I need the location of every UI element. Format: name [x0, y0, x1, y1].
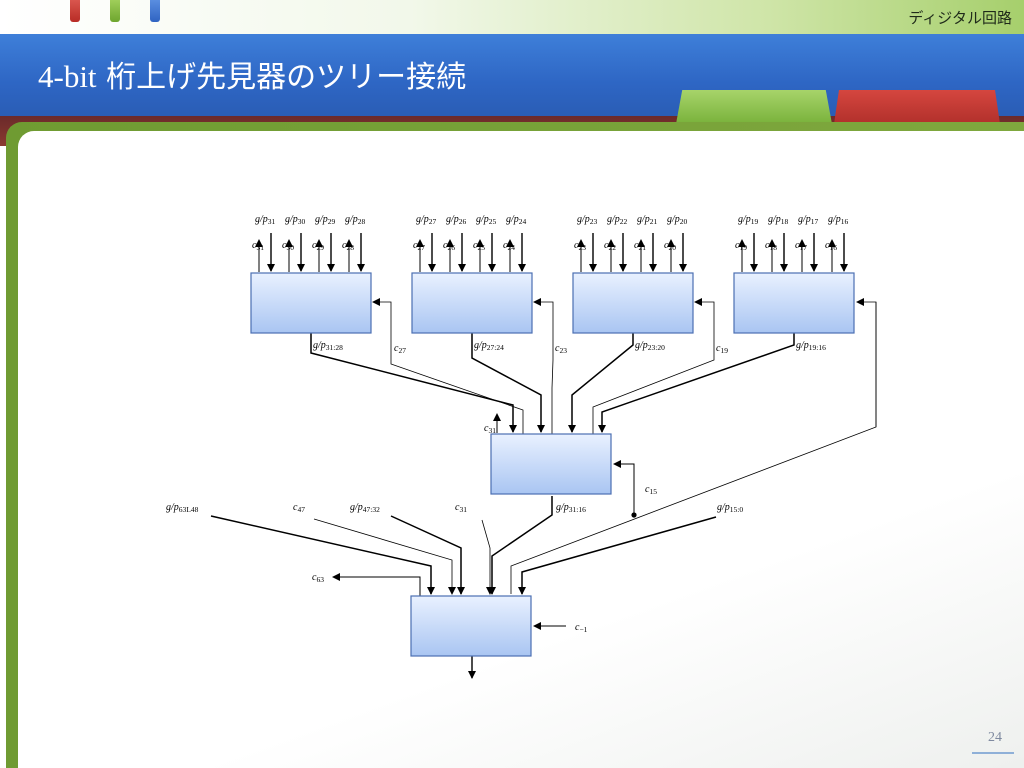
course-name: ディジタル回路: [908, 9, 1012, 27]
carry-out-label-3-2: c17: [795, 240, 807, 252]
gp-in-label-2-1: g/p22: [607, 214, 628, 226]
carry-in-label-bottom-1: c47: [293, 502, 305, 514]
page-number: 24: [988, 730, 1002, 745]
carry-out-label-1-3: c24: [503, 240, 515, 252]
gp-wire-0: [310, 333, 517, 433]
green-decor-tab: [676, 90, 832, 124]
gp-in-label-bottom-0: g/p63L48: [166, 502, 199, 514]
gp-out-label-1: g/p27:24: [474, 340, 504, 352]
slide-title-text: 桁上げ先見器のツリー接続: [96, 60, 467, 95]
carry-wire-19: [592, 298, 715, 435]
carry-out-label-0-3: c28: [342, 240, 354, 252]
gp-in-label-0-0: g/p31: [255, 214, 276, 226]
cla-block-top-0: [250, 272, 372, 334]
red-decor-tab: [834, 90, 1000, 124]
gp-out-label-middle: g/p31:16: [556, 502, 586, 514]
gp-in-label-0-2: g/p29: [315, 214, 336, 226]
carry-wire-23: [533, 298, 554, 435]
carry-out-label-1-2: c25: [473, 240, 485, 252]
carry-in-label-1: c23: [555, 343, 567, 355]
gp-in-label-2-2: g/p21: [637, 214, 658, 226]
slide-title-prefix: 4-bit: [38, 59, 97, 94]
carry-in-wire-middle: [613, 460, 635, 516]
junction-dot: [631, 512, 637, 518]
gp-wire-bottom-31-16: [488, 496, 553, 595]
carry-wire-bottom-31: [481, 519, 494, 595]
carry-out-label-3-3: c16: [825, 240, 837, 252]
gp-in-label-1-2: g/p25: [476, 214, 497, 226]
top-bar: ディジタル回路: [0, 0, 1024, 34]
gp-in-label-0-1: g/p30: [285, 214, 306, 226]
gp-wire-bottom-63: [210, 515, 435, 595]
carry-out-label-1-1: c26: [443, 240, 455, 252]
carry-out-label-bottom: c63: [312, 572, 324, 584]
cla-blocks: [250, 272, 855, 657]
slide-title: 4-bit 桁上げ先見器のツリー接続: [38, 52, 466, 96]
carry-wire-15-to-top: [856, 298, 877, 427]
gp-in-label-1-3: g/p24: [506, 214, 527, 226]
carry-wire-27: [372, 298, 524, 435]
carry-out-label-2-2: c21: [634, 240, 646, 252]
gp-in-label-1-0: g/p27: [416, 214, 437, 226]
carry-in-label-2: c19: [716, 343, 728, 355]
green-accent-tab: [110, 0, 120, 22]
cla-block-middle: [490, 433, 612, 495]
carry-out-label-middle: c31: [484, 423, 496, 435]
gp-in-label-bottom-2: g/p47:32: [350, 502, 380, 514]
gp-wire-2: [568, 333, 634, 433]
blue-accent-tab: [150, 0, 160, 22]
carry-in-label-bottom-3: c31: [455, 502, 467, 514]
gp-in-label-bottom-4: g/p15:0: [717, 502, 743, 514]
carry-out-label-2-1: c22: [604, 240, 616, 252]
wires: [210, 233, 877, 679]
carry-out-label-0-1: c30: [282, 240, 294, 252]
cla-block-top-1: [411, 272, 533, 334]
gp-in-label-3-0: g/p19: [738, 214, 759, 226]
carry-out-label-2-0: c23: [574, 240, 586, 252]
carry-out-label-0-2: c29: [312, 240, 324, 252]
carry-out-label-2-3: c20: [664, 240, 676, 252]
gp-in-label-3-2: g/p17: [798, 214, 819, 226]
gp-wire-3: [598, 333, 795, 433]
gp-out-label-0: g/p31:28: [313, 340, 343, 352]
gp-out-label-2: g/p23:20: [635, 340, 665, 352]
gp-in-label-2-3: g/p20: [667, 214, 688, 226]
gp-in-label-2-0: g/p23: [577, 214, 598, 226]
carry-out-label-1-0: c27: [413, 240, 425, 252]
carry-out-label-0-0: c31: [252, 240, 264, 252]
gp-in-label-3-1: g/p18: [768, 214, 789, 226]
gp-wire-bottom-15: [518, 516, 717, 595]
signal-labels: c31 c30 c29 c28 g/p31 g/p30 g/p29 g/p28 g/p31:28…: [166, 214, 849, 634]
carry-out-label-3-0: c19: [735, 240, 747, 252]
carry-out-label-3-1: c18: [765, 240, 777, 252]
cla-block-top-2: [572, 272, 694, 334]
red-accent-tab: [70, 0, 80, 22]
carry-in-label-0: c27: [394, 343, 406, 355]
gp-in-label-0-3: g/p28: [345, 214, 366, 226]
carry-in-label-middle: c15: [645, 484, 657, 496]
carry-in-label-bottom: c−1: [575, 622, 588, 634]
page-number-underline: [972, 752, 1014, 754]
cla-block-bottom: [410, 595, 532, 657]
cla-block-top-3: [733, 272, 855, 334]
gp-out-label-3: g/p19:16: [796, 340, 826, 352]
gp-in-label-1-1: g/p26: [446, 214, 467, 226]
gp-wire-1: [471, 333, 545, 433]
carry-wire-bottom-47: [313, 518, 456, 595]
carry-out-wire-bottom: [332, 573, 421, 596]
gp-in-label-3-3: g/p16: [828, 214, 849, 226]
gp-wire-bottom-47: [390, 515, 465, 595]
